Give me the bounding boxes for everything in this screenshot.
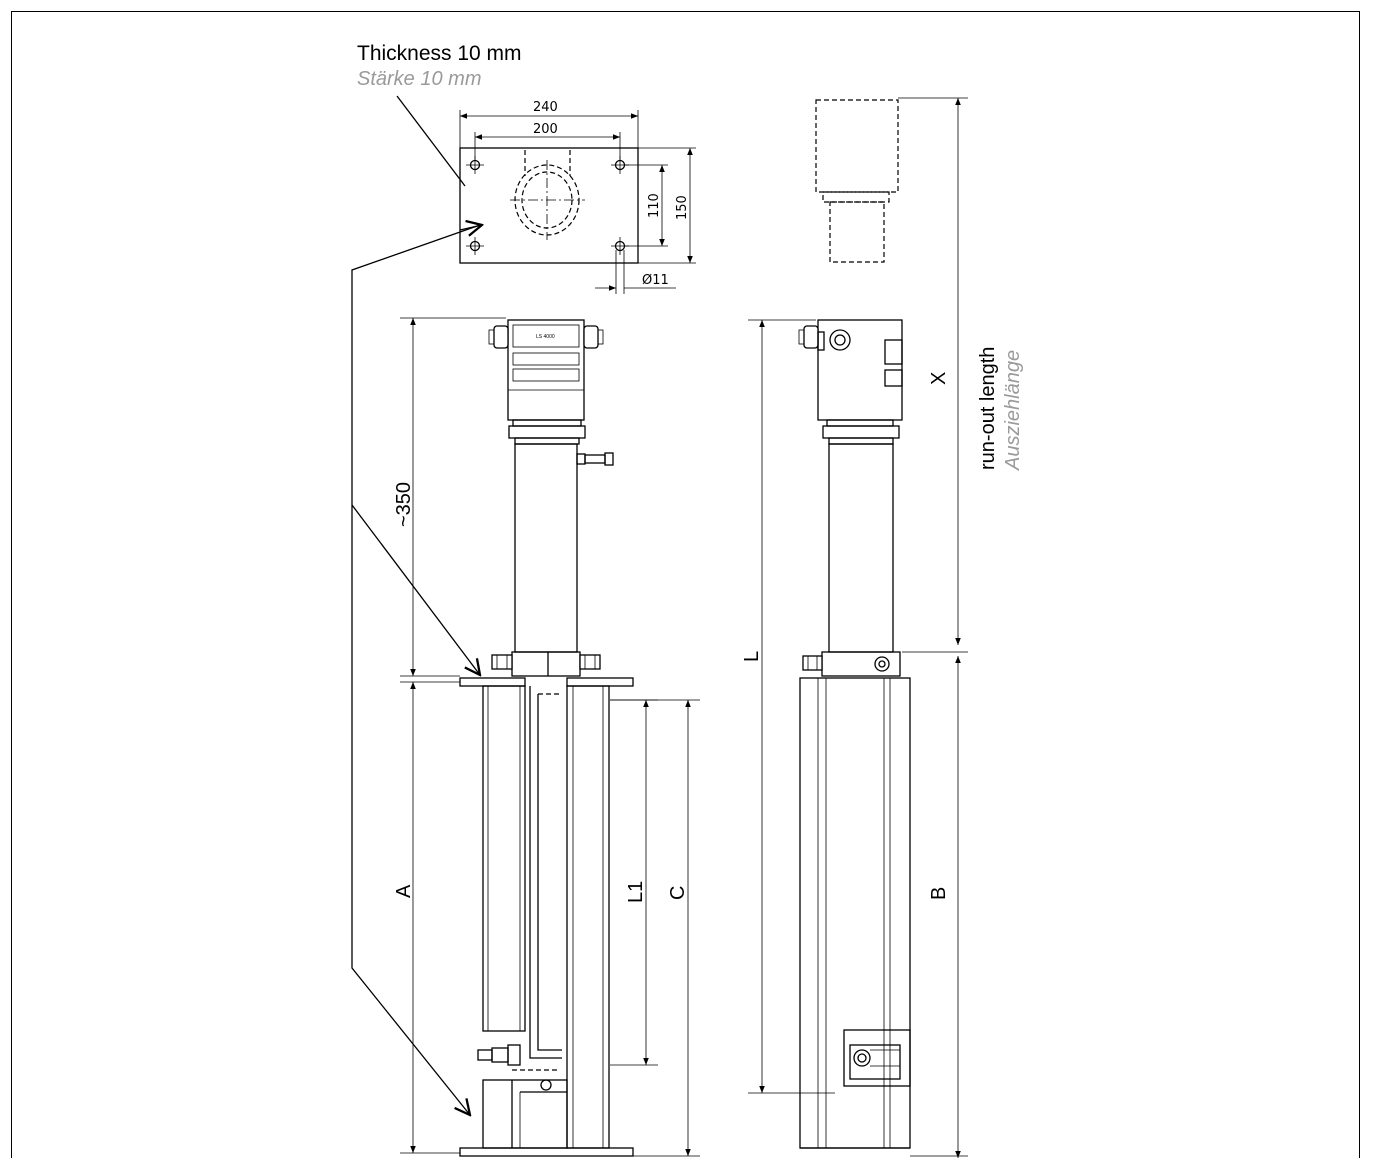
thickness-label-de: Stärke 10 mm [357,68,481,90]
dim-b: B [928,887,950,900]
svg-text:LS 4000: LS 4000 [536,334,555,340]
dim-hole-diameter: Ø11 [642,273,669,288]
front-view: LS 4000 [393,317,700,1157]
runout-label: run-out length [977,347,999,470]
mounting-hole [466,237,484,255]
dim-200: 200 [533,122,558,137]
drawing-frame [11,11,1360,1158]
dim-l1: L1 [625,881,647,903]
dim-150: 150 [675,195,690,220]
side-view: L X B run-out length Ausziehlänge [741,97,1024,1158]
mounting-plate: Thickness 10 mm Stärke 10 mm 240 200 110 [357,42,696,294]
dim-a: A [393,884,415,898]
dim-l: L [741,651,763,662]
plate-reference-leader [351,225,482,1115]
dim-110: 110 [647,193,662,218]
thickness-label: Thickness 10 mm [357,42,522,65]
dim-c: C [667,886,689,900]
dim-x: X [928,372,950,385]
dim-240: 240 [533,100,558,115]
dim-350: ~350 [393,482,415,527]
runout-label-de: Ausziehlänge [1002,350,1024,471]
